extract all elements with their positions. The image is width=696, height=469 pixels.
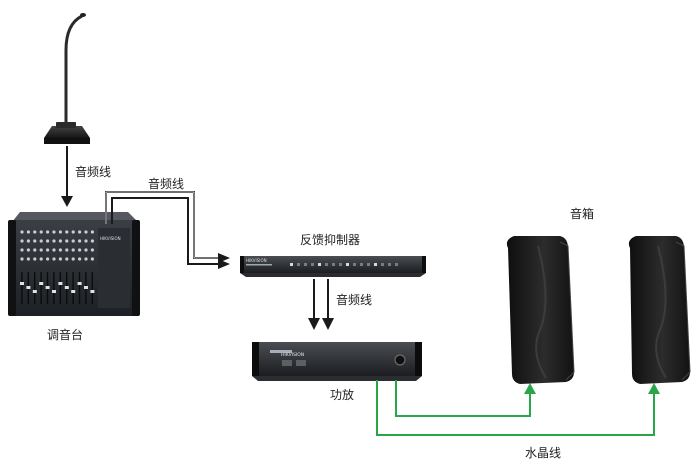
suppressor-cable-label: 音频线 [336, 293, 373, 307]
amp-brand: HIKVISION [281, 352, 304, 358]
mic-cable-label: 音频线 [75, 165, 112, 179]
suppressor-label: 反馈抑制器 [300, 233, 361, 247]
speaker-left [506, 236, 575, 384]
mixer-brand: HIKVISION [100, 236, 121, 241]
mixer-device: HIKVISION [8, 212, 140, 316]
mic-to-mixer-line [61, 146, 73, 207]
speaker-right [628, 236, 691, 384]
suppressor-brand: HIKVISION [246, 258, 267, 263]
speakers-label: 音箱 [570, 207, 595, 221]
gooseneck-microphone [44, 13, 90, 144]
amplifier-label: 功放 [330, 388, 355, 402]
suppressor-to-amp-line [308, 279, 334, 330]
mixer-label: 调音台 [47, 328, 84, 342]
mixer-cable-label: 音频线 [148, 177, 185, 191]
crystal-cable-lines [376, 380, 660, 436]
amplifier-device: HIKVISION [252, 342, 422, 381]
crystal-cable-label: 水晶线 [525, 446, 562, 460]
mixer-to-suppressor-line [105, 191, 230, 269]
feedback-suppressor-device: HIKVISION [240, 256, 426, 277]
